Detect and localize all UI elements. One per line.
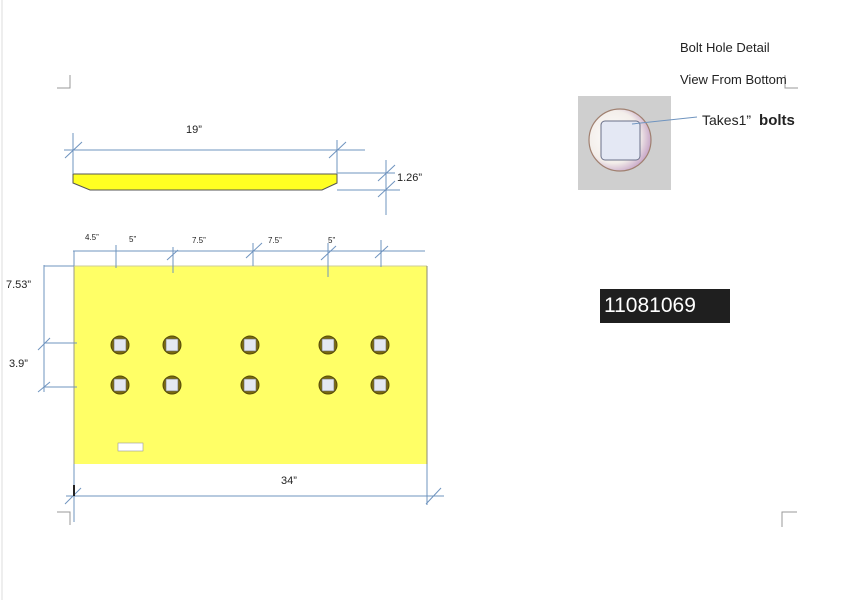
part-number: 11081069 xyxy=(600,289,730,323)
side-view xyxy=(64,133,400,215)
side-view-dimensions xyxy=(64,133,400,215)
plan-dimensions xyxy=(37,240,444,522)
plan-view xyxy=(37,240,444,522)
bolt-head xyxy=(321,338,335,352)
bolt-head xyxy=(113,378,127,392)
spacing-label: 5” xyxy=(328,236,336,245)
detail-title: Bolt Hole Detail xyxy=(680,40,770,55)
bolt-head xyxy=(165,338,179,352)
bolt-head xyxy=(373,378,387,392)
spacing-label: 7.5” xyxy=(268,236,282,245)
row-spacing-label: 3.9” xyxy=(9,358,28,370)
bolt-head xyxy=(321,378,335,392)
plate-label-tag xyxy=(117,442,144,452)
bolt-hole-detail-image xyxy=(578,96,698,190)
side-thickness-label: 1.26” xyxy=(397,172,423,184)
bolt-head xyxy=(113,338,127,352)
bolt-head xyxy=(165,378,179,392)
plate xyxy=(74,266,427,464)
bolt-note: Takes1” bolts xyxy=(702,112,795,129)
square-bolt-head xyxy=(600,120,641,161)
side-view-plate xyxy=(72,173,338,191)
bolt-head xyxy=(243,338,257,352)
bolt-holes xyxy=(110,335,390,395)
leader-line xyxy=(631,116,698,125)
spacing-label: 4.5” xyxy=(85,233,99,242)
detail-subtitle: View From Bottom xyxy=(680,72,787,87)
side-length-label: 19” xyxy=(186,124,202,136)
plate-width-label: 34” xyxy=(281,475,297,487)
bolt-note-suffix: bolts xyxy=(759,112,795,129)
top-offset-label: 7.53” xyxy=(6,279,32,291)
spacing-label: 7.5” xyxy=(192,236,206,245)
spacing-label: 5” xyxy=(129,235,137,244)
bolt-head xyxy=(243,378,257,392)
bolt-note-prefix: Takes1” xyxy=(702,112,752,128)
bolt-head xyxy=(373,338,387,352)
page-corner-marks xyxy=(57,75,798,527)
